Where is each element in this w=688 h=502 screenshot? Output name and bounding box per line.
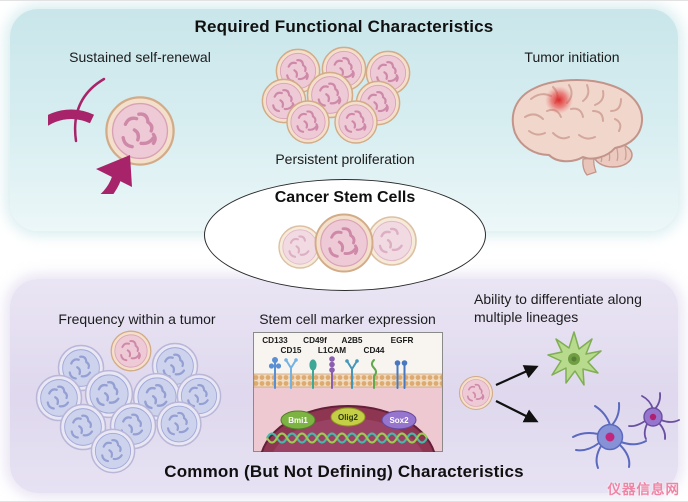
receptor-icon-cd133 — [268, 357, 282, 389]
watermark: 仪器信息网 — [607, 482, 680, 497]
marker-label-l1cam: L1CAM — [318, 346, 346, 355]
arrow-to-neuron-icon — [495, 400, 539, 423]
tumor-spot-icon — [545, 86, 573, 114]
marker-label-a2b5: A2B5 — [342, 336, 363, 345]
marker-label-cd44: CD44 — [364, 346, 385, 355]
receptor-icon-l1cam — [329, 356, 335, 389]
pink-cell-cluster-icon — [261, 46, 411, 145]
tumor-cell-cluster-icon — [35, 330, 222, 474]
tumor-initiation-illustration — [511, 78, 644, 176]
marker-label-egfr: EGFR — [391, 336, 414, 345]
differentiation-label: Ability to differentiate along multiple … — [474, 291, 642, 325]
brain-icon — [511, 78, 644, 176]
receptor-icon-a2b5 — [345, 359, 359, 389]
tf-oval-bmi1: Bmi1 — [280, 410, 316, 430]
receptor-icon-egfr — [394, 360, 408, 389]
receptor-icon-cd15 — [284, 358, 298, 389]
differentiation-illustration — [458, 331, 680, 469]
circular-arrow-icon — [48, 77, 123, 194]
tumor-initiation-label: Tumor initiation — [524, 49, 620, 65]
neuron-large-icon — [572, 402, 647, 469]
receptor-icon-cd44 — [371, 359, 377, 389]
receptor-icon-cd49f — [309, 359, 317, 389]
bottom-panel-title: Common (But Not Defining) Characteristic… — [164, 462, 524, 481]
proliferation-label: Persistent proliferation — [275, 151, 415, 167]
frequency-cluster-illustration — [35, 330, 222, 474]
top-panel-title: Required Functional Characteristics — [194, 17, 494, 36]
arrow-to-astrocyte-icon — [495, 365, 539, 387]
tf-oval-olig2: Olig2 — [330, 407, 366, 427]
stem-cell-icon — [104, 95, 176, 167]
tf-label-bmi1: Bmi1 — [288, 416, 308, 425]
marker-label-cd49f: CD49f — [303, 336, 327, 345]
neuron-small-icon — [628, 392, 680, 440]
proliferation-cluster-illustration — [261, 46, 411, 145]
cancer-stem-cells-label: Cancer Stem Cells — [274, 189, 416, 206]
marker-label-cd133: CD133 — [262, 336, 288, 345]
tf-oval-sox2: Sox2 — [381, 410, 417, 430]
cell-membrane-icon — [253, 373, 443, 388]
tf-label-sox2: Sox2 — [389, 416, 409, 425]
self-renewal-illustration — [48, 77, 176, 194]
astrocyte-icon — [547, 331, 602, 386]
stem-cell-small-icon — [458, 375, 494, 411]
cancer-stem-cells-icon — [277, 213, 418, 273]
marker-label-cd15: CD15 — [281, 346, 302, 355]
marker-expression-diagram: Bmi1 Olig2 Sox2 — [253, 332, 443, 452]
dna-helix-icon — [266, 432, 428, 444]
tf-label-olig2: Olig2 — [338, 413, 359, 422]
self-renewal-label: Sustained self-renewal — [69, 49, 211, 65]
rare-stem-cell-icon — [110, 330, 152, 372]
frequency-label: Frequency within a tumor — [58, 311, 216, 327]
marker-expression-label: Stem cell marker expression — [259, 311, 436, 327]
arrowhead-icon — [96, 155, 132, 187]
